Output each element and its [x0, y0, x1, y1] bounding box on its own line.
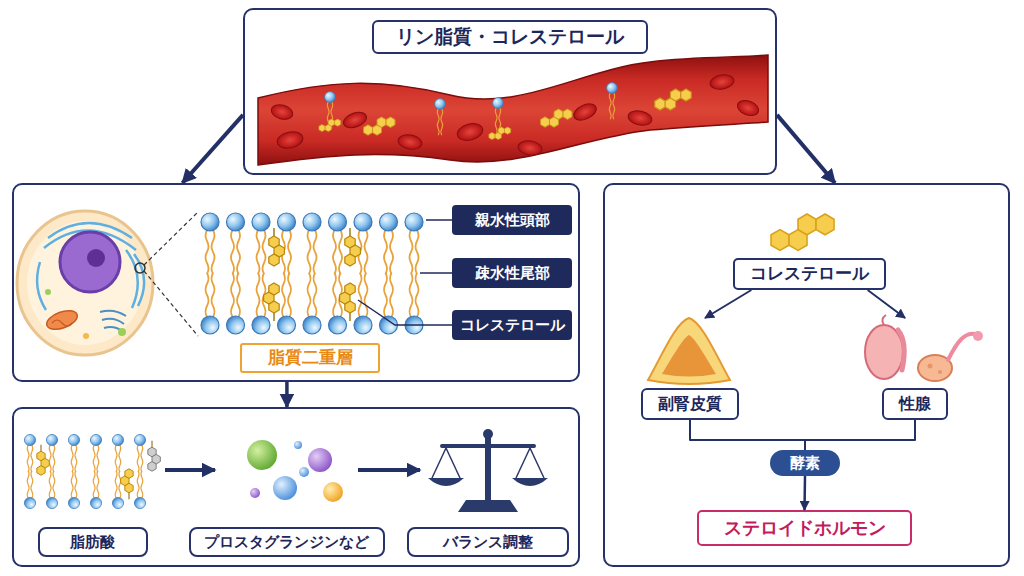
- node-label: コレステロール: [750, 263, 869, 284]
- node-label: 脂質二重層: [268, 347, 353, 368]
- node-label: 性腺: [882, 388, 948, 420]
- panel-title: リン脂質・コレステロール: [372, 20, 648, 54]
- label-box: コレステロール: [452, 310, 572, 340]
- node-label: プロスタグランジンなど: [189, 527, 385, 557]
- step-node: プロスタグランジンなど: [215, 428, 358, 512]
- label-box: 親水性頭部: [452, 205, 572, 235]
- node-label: 脂肪酸: [38, 527, 148, 557]
- result-box: ステロイドホルモン: [697, 510, 912, 546]
- organ-node: 性腺: [860, 318, 970, 420]
- panel-box: リン脂質・コレステロール: [243, 8, 777, 175]
- panel-box: 親水性頭部疎水性尾部コレステロール脂質二重層: [12, 183, 580, 382]
- step-node: バランス調整: [420, 428, 556, 512]
- node-label: ステロイドホルモン: [724, 517, 886, 540]
- enzyme-pill: 酵素: [770, 450, 840, 476]
- node-label: バランス調整: [407, 527, 569, 557]
- panel-box: コレステロール副腎皮質 性腺酵素ステロイドホルモン: [603, 183, 1010, 567]
- node-label: コレステロール: [460, 316, 565, 335]
- node-label: 酵素: [790, 454, 820, 473]
- step-node: 脂肪酸: [20, 428, 165, 512]
- label-box: 疎水性尾部: [452, 258, 572, 288]
- node-label: 親水性頭部: [475, 211, 550, 230]
- flow-arrow: [182, 115, 243, 183]
- node-label: 副腎皮質: [641, 388, 739, 420]
- panel-box: 脂肪酸プロスタグランジンなどバランス調整: [12, 407, 580, 567]
- flow-arrow: [285, 382, 289, 407]
- flow-arrow: [777, 115, 835, 183]
- process-box: コレステロール: [733, 258, 886, 290]
- caption-box: 脂質二重層: [240, 343, 380, 373]
- organ-node: 副腎皮質: [640, 318, 740, 420]
- node-label: 疎水性尾部: [475, 264, 550, 283]
